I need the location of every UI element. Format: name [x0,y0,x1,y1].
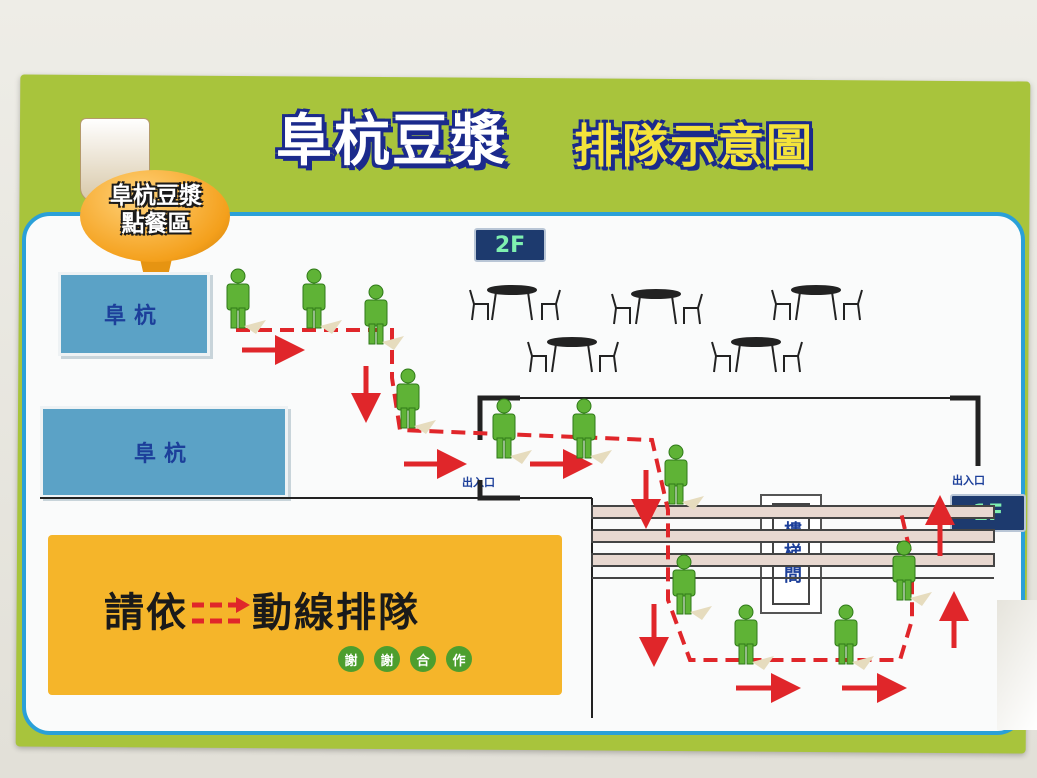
person-icon [396,368,436,434]
person-icon [734,604,774,670]
counter-upper: 阜杭 [58,272,210,356]
person-icon [572,398,612,464]
entrance-label-right: 出入口 [952,474,985,487]
wall-lines [40,395,981,718]
person-icon [364,284,404,350]
person-icon [302,268,342,334]
sign-title: 阜杭豆漿 排隊示意圖 [268,92,928,178]
stair-steps [591,505,995,579]
title-main: 阜杭豆漿 [276,109,508,174]
person-icon [672,554,712,620]
thanks-badge: 謝 [338,646,364,672]
notice-text: 請依 動線排隊 [104,580,420,638]
person-icon [226,268,266,334]
direction-arrows [242,335,969,703]
thanks-badge: 謝 [374,646,400,672]
queue-path [236,328,914,662]
title-sub: 排隊示意圖 [574,119,814,173]
counter-lower: 阜杭 [40,406,288,498]
person-icon [664,444,704,510]
table-with-chairs [711,337,803,373]
dining-tables [469,285,863,373]
table-with-chairs [527,337,619,373]
queue-people [226,268,932,670]
table-with-chairs [771,285,863,321]
order-area-label: 阜杭豆漿 點餐區 [110,183,202,237]
notice-right: 動線排隊 [252,590,420,636]
person-icon [892,540,932,606]
table-with-chairs [611,289,703,325]
thanks-badges: 謝 謝 合 作 [338,646,472,672]
person-icon [834,604,874,670]
notice-arrow-icon [188,591,252,627]
table-with-chairs [469,285,561,321]
thanks-badge: 合 [410,646,436,672]
sign-corner-curl [997,600,1037,730]
notice-left: 請依 [104,590,188,636]
order-area-bubble [80,170,230,262]
person-icon [492,398,532,464]
floor-2f-tag: 2F [474,228,546,262]
notice-box [48,535,562,695]
thanks-badge: 作 [446,646,472,672]
